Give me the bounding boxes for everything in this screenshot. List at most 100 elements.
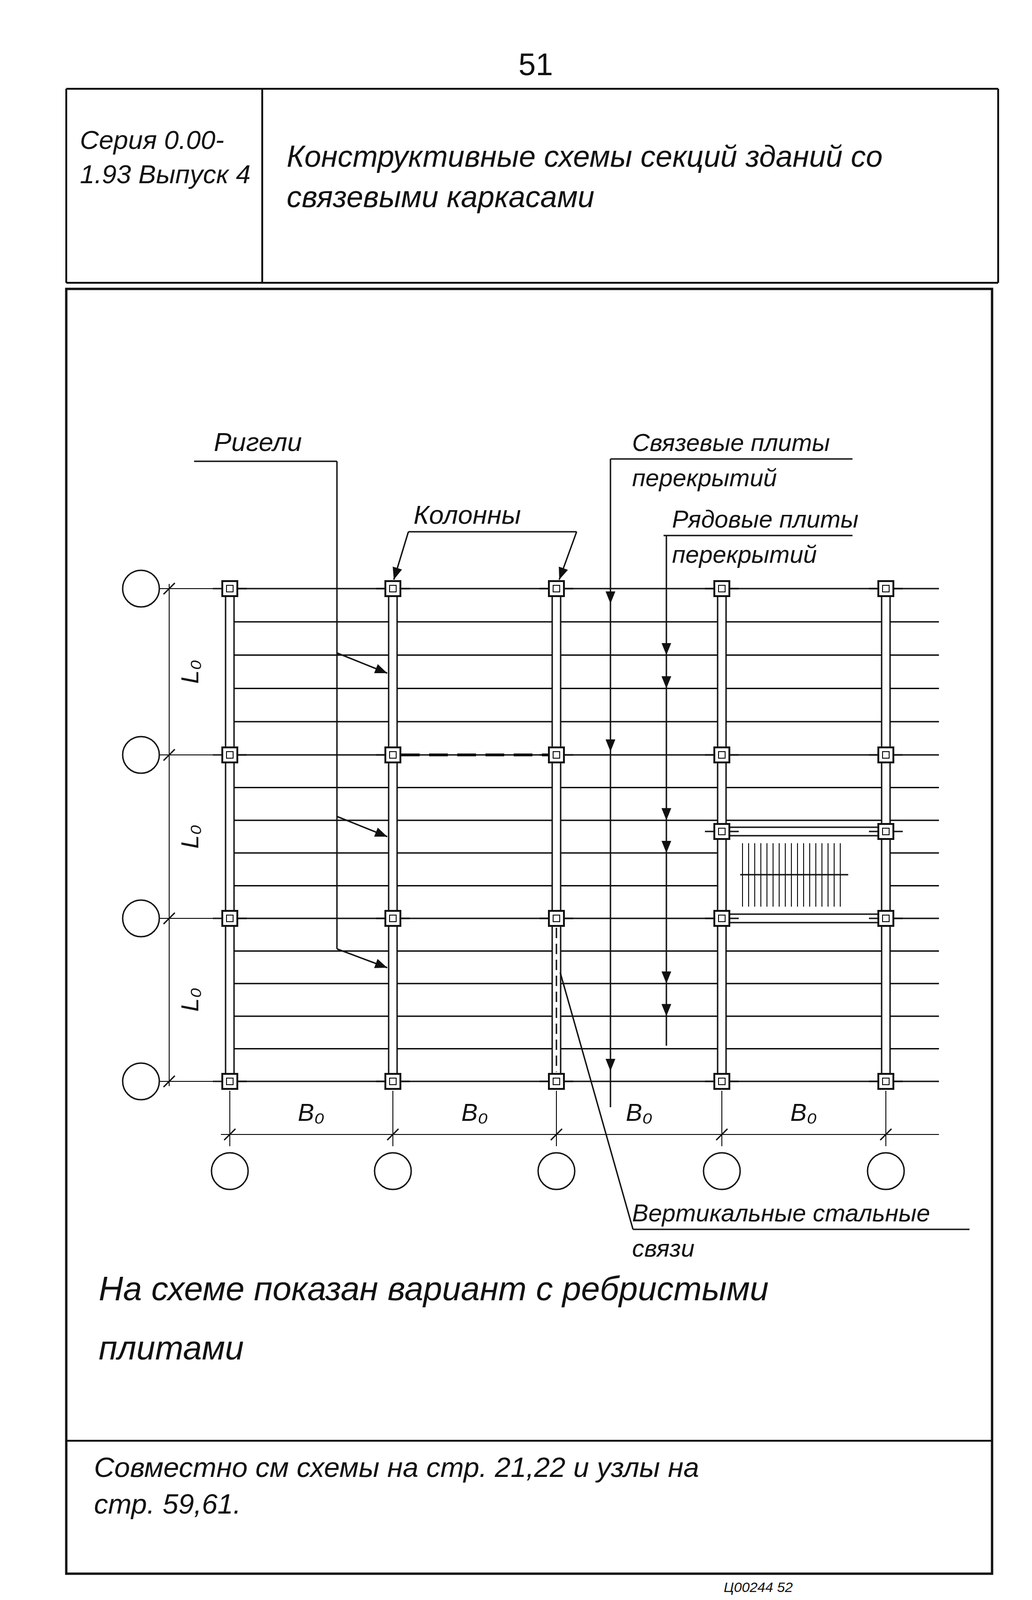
column-tick	[237, 1081, 247, 1083]
column-tick	[868, 588, 879, 590]
leader-line	[665, 984, 668, 1017]
column-symbol	[222, 747, 238, 763]
column-symbol	[385, 581, 401, 597]
frame-line	[66, 87, 999, 90]
column-symbol	[222, 581, 238, 597]
frame-border	[66, 289, 993, 1575]
leader-line	[609, 459, 612, 604]
floor-plate-line	[229, 1048, 939, 1050]
column-symbol	[714, 581, 730, 597]
column-tick	[375, 1081, 386, 1083]
floor-plate-line	[229, 621, 939, 623]
floor-plate-line	[229, 820, 939, 822]
column-symbol	[878, 824, 894, 840]
rigel-beam	[717, 926, 727, 1075]
leader-line	[609, 1071, 612, 1108]
column-tick	[729, 918, 739, 920]
axis-bubble	[211, 1153, 249, 1190]
column-core	[882, 751, 890, 759]
label-underline	[610, 458, 853, 461]
column-symbol	[222, 911, 238, 927]
rigel-beam	[717, 596, 727, 748]
column-tick	[893, 588, 903, 590]
column-tick	[375, 588, 386, 590]
sheet-note: На схеме показан вариант с ребристыми пл…	[98, 1259, 851, 1378]
plan-lines	[66, 88, 999, 1575]
column-tick	[400, 588, 410, 590]
label-underline	[663, 535, 853, 537]
tie-line	[400, 753, 549, 757]
column-symbol	[385, 747, 401, 763]
floor-plate-line	[885, 852, 939, 854]
leader-line	[609, 751, 612, 1072]
leader-line	[665, 688, 668, 821]
label-underline	[194, 461, 337, 463]
column-tick	[704, 588, 715, 590]
column-symbol	[878, 747, 894, 763]
column-core	[226, 585, 234, 593]
frame-line	[997, 88, 1000, 283]
floor-plate-line	[229, 1016, 939, 1018]
leader-line	[393, 531, 409, 580]
dimension-label: B₀	[790, 1097, 818, 1130]
rigel-beam	[881, 596, 891, 748]
floor-plate-line	[229, 654, 939, 657]
column-symbol	[385, 911, 401, 927]
column-tick	[563, 754, 574, 757]
column-tick	[893, 754, 903, 757]
column-tick	[704, 918, 715, 920]
column-core	[226, 1078, 234, 1086]
leader-line	[336, 816, 388, 837]
column-tick	[868, 918, 879, 920]
column-symbol	[878, 911, 894, 927]
floor-plate-line	[229, 754, 939, 757]
column-tick	[400, 754, 410, 757]
rigel-beam	[881, 926, 891, 1075]
column-symbol	[548, 581, 564, 597]
column-core	[553, 1078, 560, 1086]
column-tick	[729, 754, 739, 757]
column-tick	[868, 1081, 879, 1083]
leader-line	[665, 535, 668, 656]
leader-line	[665, 655, 668, 689]
dimension-line	[220, 1134, 939, 1136]
column-tick	[729, 831, 739, 833]
column-symbol	[878, 581, 894, 597]
column-core	[389, 1078, 397, 1086]
floor-plate-line	[885, 885, 939, 887]
steel-brace	[555, 928, 558, 1073]
frame-line	[65, 88, 68, 283]
callout-label: Связевые плиты перекрытий	[632, 425, 886, 497]
leader-line	[609, 603, 612, 752]
dimension-label: L₀	[174, 988, 207, 1013]
column-tick	[893, 831, 903, 833]
dimension-label: L₀	[174, 825, 207, 850]
floor-plate-line	[229, 721, 939, 723]
column-core	[389, 915, 397, 923]
column-tick	[375, 754, 386, 757]
column-tick	[539, 918, 549, 920]
frame-line	[261, 88, 264, 283]
callout-label: Рядовые плиты перекрытий	[672, 501, 926, 573]
column-core	[882, 915, 890, 923]
extension-line	[885, 1091, 887, 1147]
column-core	[553, 585, 560, 593]
column-tick	[868, 831, 879, 833]
axis-bubble	[867, 1153, 905, 1190]
column-tick	[237, 754, 247, 757]
column-symbol	[878, 1074, 894, 1090]
stair-landing-line	[740, 874, 849, 876]
column-tick	[400, 1081, 410, 1083]
archive-number: Ц00244 52	[723, 1579, 793, 1596]
column-core	[389, 751, 397, 759]
rigel-beam	[729, 827, 879, 837]
column-tick	[563, 588, 574, 590]
column-core	[718, 915, 726, 923]
floor-plate-line	[229, 983, 939, 985]
column-core	[553, 915, 560, 923]
leader-line	[336, 949, 388, 969]
floor-plate-line	[229, 885, 722, 887]
label-underline	[633, 1229, 970, 1231]
label-underline	[408, 531, 577, 533]
